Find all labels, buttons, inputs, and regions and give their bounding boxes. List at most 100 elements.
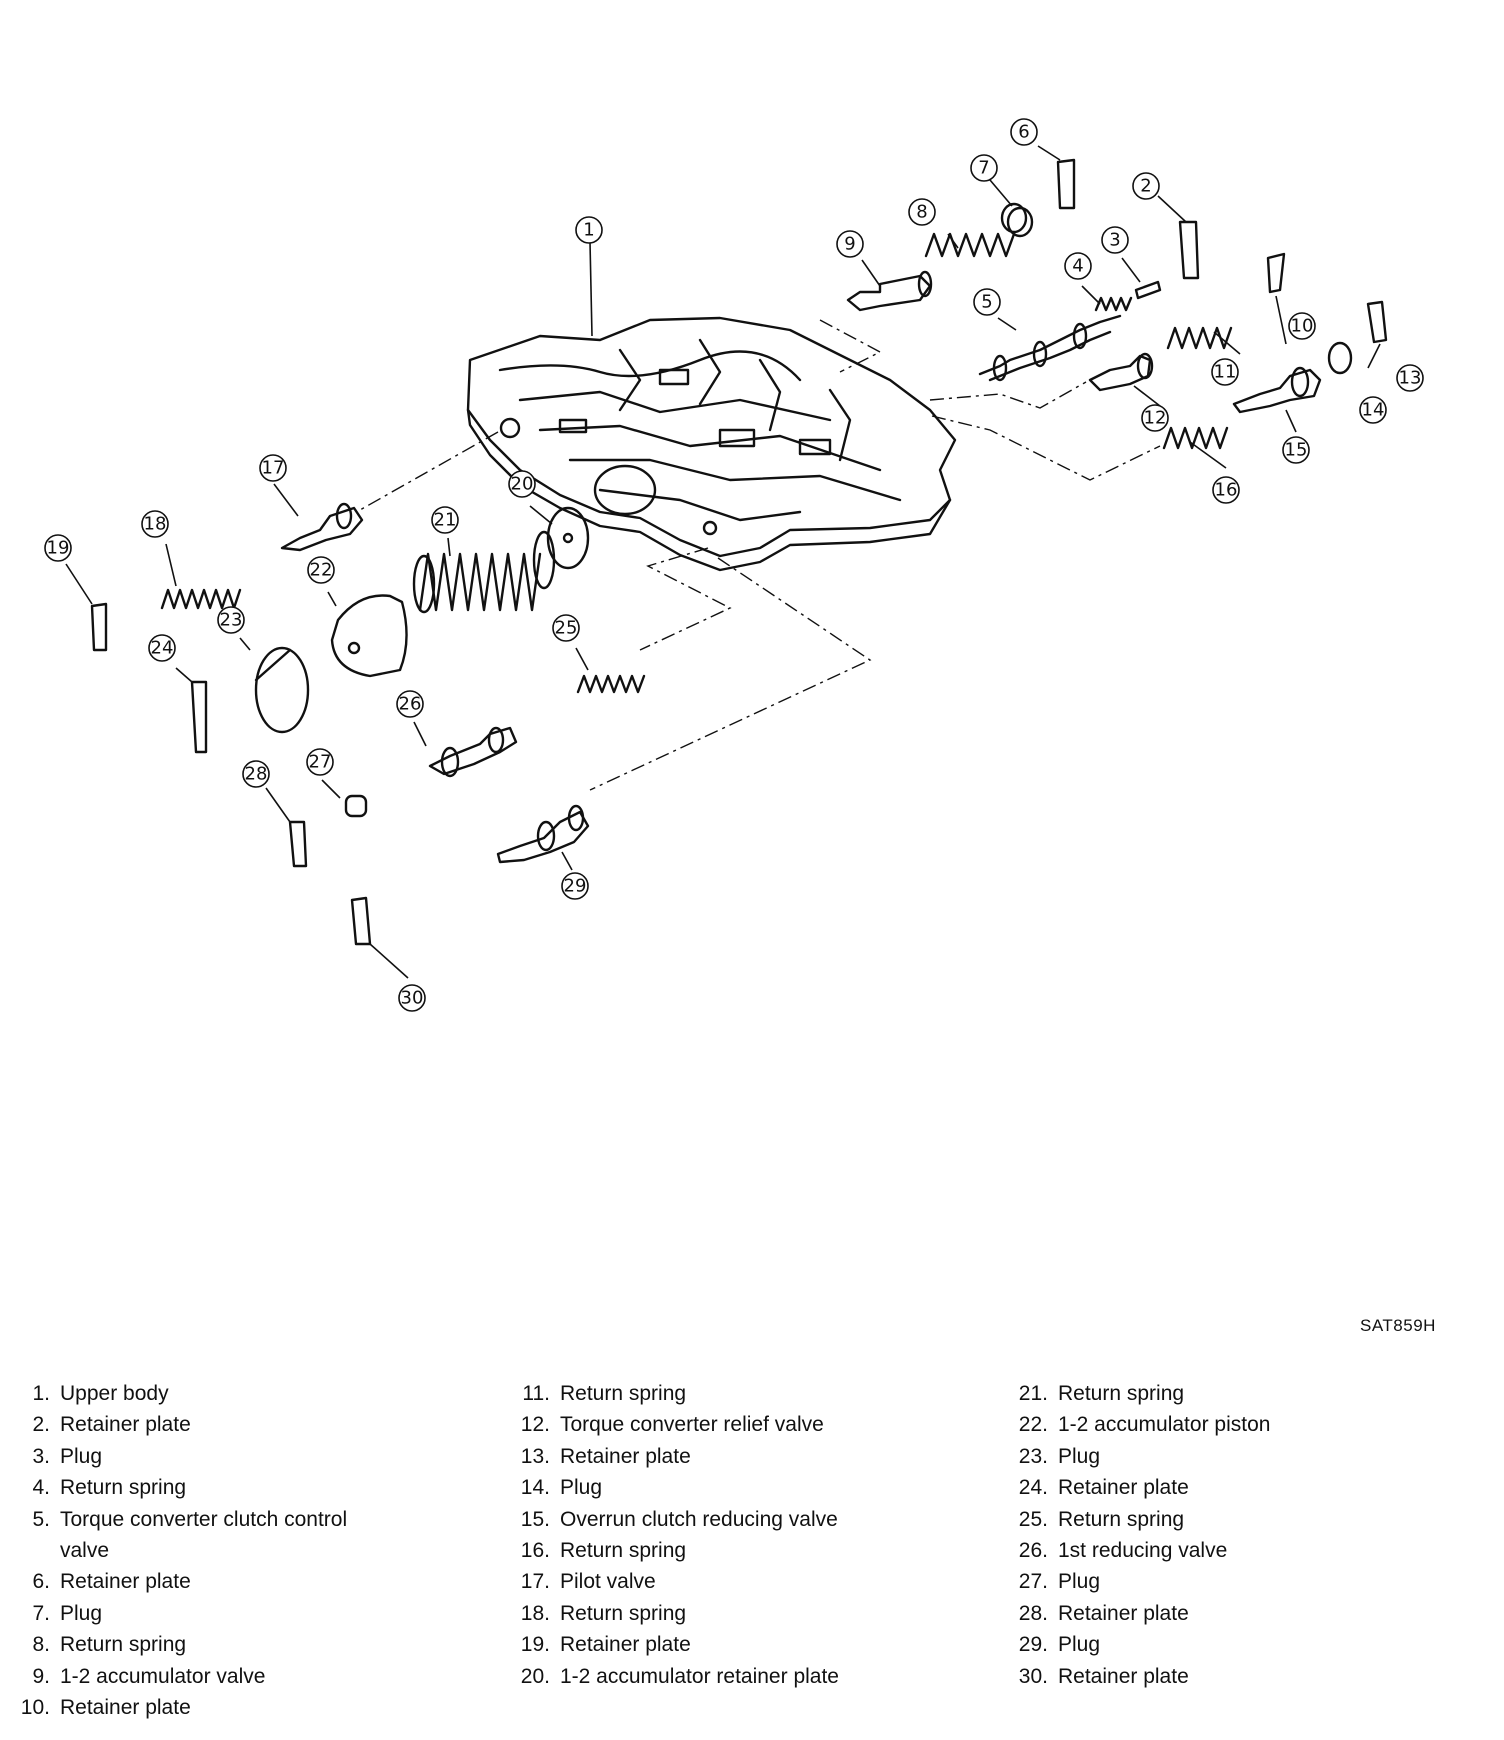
retainer-plate-24 [190,680,208,754]
legend-item-label: Upper body [60,1382,169,1405]
legend-item: 16. Return spring [500,1535,970,1566]
legend-item-label: 1-2 accumulator piston [1058,1413,1271,1437]
legend-item-number: 29. [1018,1633,1048,1657]
spring-18 [160,588,242,610]
legend-item-label: Plug [560,1476,603,1500]
legend-item-number: 1. [32,1382,50,1405]
callout-label-24: 24 [151,638,174,659]
callout-label-12: 12 [1144,408,1167,429]
legend-item-number: 30. [1018,1664,1048,1688]
spring-25 [576,674,646,694]
callout-26 [396,690,424,718]
legend-item-label: Plug [60,1601,103,1625]
callout-label-10: 10 [1291,316,1314,337]
legend-item: 28.Retainer plate [998,1598,1468,1629]
legend-item: 30.Retainer plate [998,1661,1468,1692]
legend-item-number: 14. [520,1476,550,1500]
legend-item-number: 4. [32,1476,50,1500]
retainer-plate-2 [1178,220,1200,280]
figure-code: SAT859H [1360,1316,1436,1335]
callout-2 [1132,172,1160,200]
callout-13 [1396,364,1424,392]
legend-item-label: Overrun clutch reducing valve [560,1507,838,1531]
legend-item-label: Return spring [1058,1507,1185,1531]
legend-item: 21. Return spring [998,1378,1468,1409]
legend-item-number: 20. [520,1664,550,1688]
legend-item-number: 23. [1018,1444,1048,1468]
callout-25 [552,614,580,642]
legend-item-number: 21. [1018,1382,1048,1405]
legend-item-number: 9. [32,1664,50,1688]
spring-16 [1162,426,1229,450]
callout-8 [908,198,936,226]
callout-label-23: 23 [220,610,243,631]
valve-15 [1232,366,1322,414]
legend-item-label: Return spring [560,1539,687,1563]
legend-item-label: Plug [1058,1444,1101,1468]
legend-item-number: 10. [20,1696,50,1720]
retainer-plate-19 [90,602,108,652]
legend-item: 24.Retainer plate [998,1472,1468,1503]
callout-15 [1282,436,1310,464]
legend-item: 6.Retainer plate [0,1566,470,1597]
legend-item: 26. 1st reducing valve [998,1535,1468,1566]
accumulator-piston-22 [330,594,408,678]
legend-item-number: 26. [1018,1539,1048,1563]
legend-item-label: Return spring [1058,1382,1185,1405]
upper-body-part [466,316,957,572]
callout-5 [973,288,1001,316]
callout-21 [431,506,459,534]
callout-20 [508,470,536,498]
legend-item: 25.Return spring [998,1504,1468,1535]
callout-17 [259,454,287,482]
retainer-plate-13 [1366,300,1388,344]
legend-item: 15.Overrun clutch reducing valve [500,1504,970,1535]
callout-label-11: 11 [1214,362,1237,383]
callout-11 [1211,358,1239,386]
plug-7 [1000,202,1034,238]
callout-29 [561,872,589,900]
valve-5 [978,314,1122,382]
legend-item-number: 6. [32,1570,50,1594]
legend-item-number: 27. [1018,1570,1048,1594]
legend-item: 14. Plug [500,1472,970,1503]
legend-item: 23. Plug [998,1441,1468,1472]
legend-item-label: Plug [60,1444,103,1468]
legend-item: 7.Plug [0,1598,470,1629]
callout-label-4: 4 [1072,256,1083,277]
legend-item-label: 1st reducing valve [1058,1539,1228,1563]
callout-label-2: 2 [1140,176,1151,197]
legend-item: 17.Pilot valve [500,1566,970,1597]
retainer-plate-30 [350,896,372,946]
callout-label-20: 20 [511,474,534,495]
retainer-plate-10 [1266,252,1286,294]
legend-item-number: 16. [520,1539,550,1563]
legend-item-label: Torque converter relief valve [560,1413,824,1437]
legend-item: 9.1-2 accumulator valve [0,1661,470,1692]
legend-item: 4.Return spring [0,1472,470,1503]
callout-label-3: 3 [1109,230,1120,251]
callout-24 [148,634,176,662]
legend-item-number: 8. [32,1633,50,1657]
legend-item: 8.Return spring [0,1629,470,1660]
callout-label-17: 17 [262,458,285,479]
callout-30 [398,984,426,1012]
plug-14 [1327,341,1353,375]
callout-label-21: 21 [434,510,457,531]
legend-item: 22.1-2 accumulator piston [998,1409,1468,1440]
legend-item: 12.Torque converter relief valve [500,1409,970,1440]
callout-7 [970,154,998,182]
callout-label-8: 8 [916,202,927,223]
legend-item-label: Retainer plate [60,1413,191,1437]
callout-label-29: 29 [564,876,587,897]
legend-item: 20.1-2 accumulator retainer plate [500,1661,970,1692]
valve-17 [280,502,364,552]
legend-item-number: 28. [1018,1601,1048,1625]
valve-29 [496,804,590,864]
legend-item-number: 18. [520,1601,550,1625]
callout-label-18: 18 [144,514,167,535]
legend-item-label: Return spring [560,1382,687,1405]
callout-label-13: 13 [1399,368,1422,389]
legend-item: 19.Retainer plate [500,1629,970,1660]
